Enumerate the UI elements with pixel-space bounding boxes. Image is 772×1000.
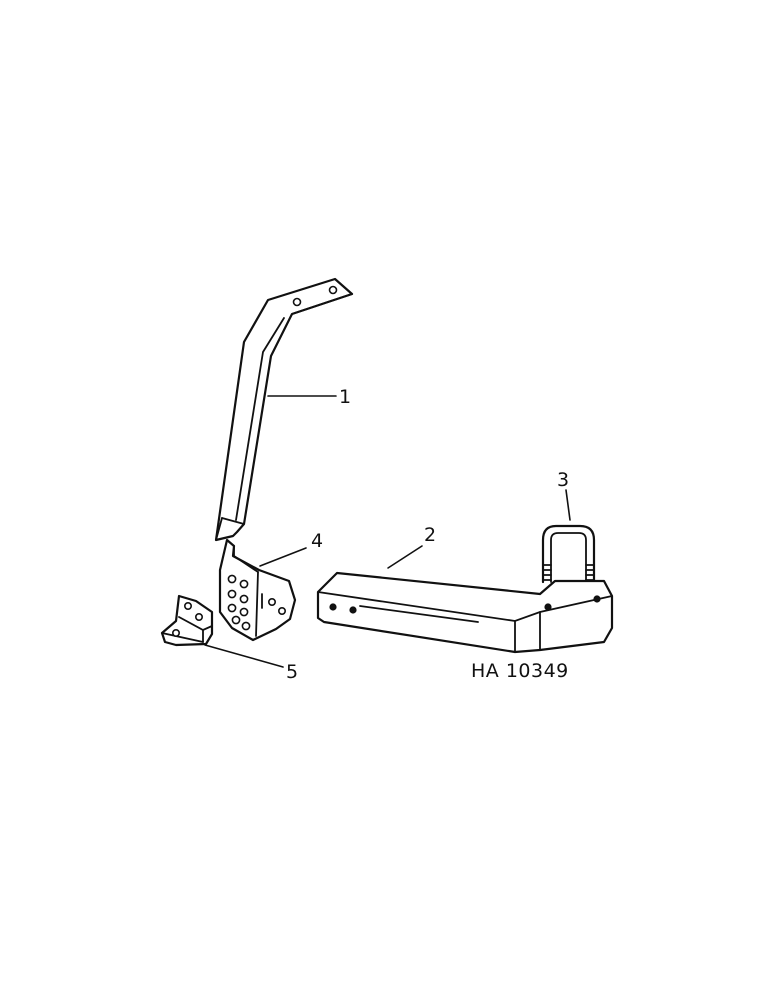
leader-4 [259, 547, 307, 567]
callout-1: 1 [339, 386, 351, 408]
callout-3: 3 [557, 469, 569, 491]
leader-5 [204, 644, 284, 668]
leader-lines [204, 395, 571, 668]
callout-2: 2 [424, 524, 436, 546]
part-3-u-bolt [541, 524, 596, 584]
leader-3 [565, 489, 571, 521]
callout-5: 5 [286, 661, 298, 683]
leader-2 [387, 545, 423, 569]
callout-4: 4 [311, 530, 323, 552]
part-4-mounting-bracket [218, 538, 297, 642]
part-5-angle-clip [160, 594, 214, 647]
drawing-number: HA 10349 [471, 660, 569, 682]
part-1-support-arm [214, 277, 354, 542]
part-2-bent-bar [316, 571, 614, 654]
